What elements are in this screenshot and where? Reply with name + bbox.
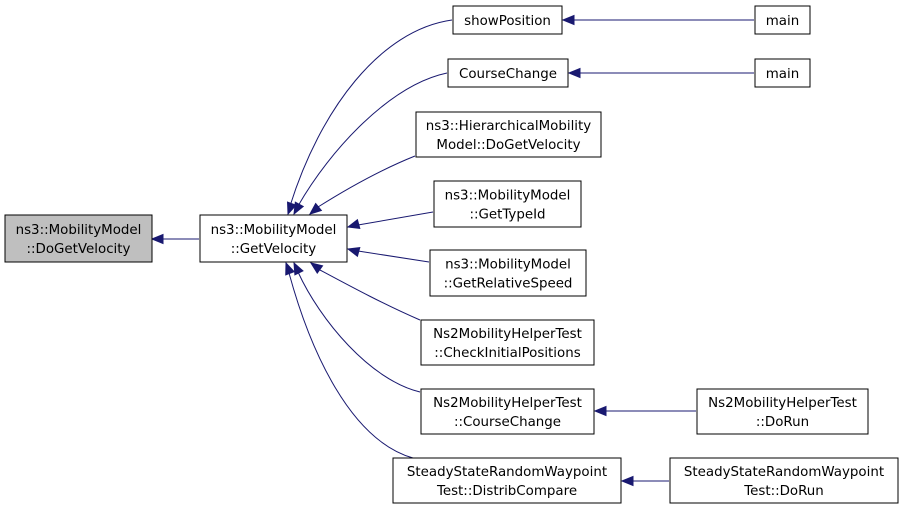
node-label-line: CourseChange: [459, 67, 557, 82]
node-label-line: showPosition: [464, 14, 551, 29]
node-label-line: ::GetVelocity: [231, 242, 316, 257]
node-label-line: ::DoGetVelocity: [27, 242, 131, 257]
call-edge-coursechange-to-getvelocity: [293, 72, 448, 216]
node-label-line: SteadyStateRandomWaypoint: [684, 465, 884, 480]
function-node-showposition[interactable]: showPosition: [452, 5, 563, 35]
function-node-ns2init[interactable]: Ns2MobilityHelperTest::CheckInitialPosit…: [420, 319, 595, 366]
call-edge-hier-to-getvelocity: [308, 155, 416, 215]
function-node-ns2cc[interactable]: Ns2MobilityHelperTest::CourseChange: [420, 388, 595, 435]
function-node-main2[interactable]: main: [754, 58, 811, 88]
call-edge-ns2init-to-getvelocity: [309, 262, 421, 321]
node-label-line: Ns2MobilityHelperTest: [708, 396, 857, 411]
call-edge-showposition-to-getvelocity: [287, 19, 453, 216]
node-box: [392, 457, 622, 504]
call-edge-ns2dorun-to-ns2cc: [593, 405, 696, 417]
edge-line: [288, 272, 414, 459]
node-box: [415, 111, 602, 158]
node-box: [429, 249, 587, 297]
node-box: [420, 319, 595, 366]
node-label-line: ns3::HierarchicalMobility: [426, 119, 591, 134]
nodes-layer: ns3::MobilityModel::DoGetVelocityns3::Mo…: [4, 5, 899, 504]
arrowhead-icon: [346, 246, 361, 258]
edge-line: [297, 271, 421, 393]
node-label-line: ns3::MobilityModel: [211, 223, 337, 238]
node-box: [433, 180, 582, 228]
node-label-line: ::DoRun: [756, 415, 809, 430]
call-edge-main1-to-showposition: [561, 14, 754, 26]
node-label-line: Test::DoRun: [743, 484, 824, 499]
node-label-line: ns3::MobilityModel: [445, 189, 571, 204]
node-box: [420, 388, 595, 435]
node-label-line: ::CourseChange: [454, 415, 561, 430]
call-edge-relspeed-to-getvelocity: [346, 246, 430, 263]
node-label-line: Test::DistribCompare: [436, 484, 577, 499]
edge-line: [289, 19, 453, 207]
node-box: [4, 214, 153, 263]
node-label-line: Model::DoGetVelocity: [436, 138, 580, 153]
arrowhead-icon: [346, 218, 361, 230]
arrowhead-icon: [593, 405, 607, 417]
arrowhead-icon: [150, 233, 164, 245]
node-label-line: ::GetTypeId: [469, 208, 545, 223]
node-box: [754, 58, 811, 88]
node-label-line: ::CheckInitialPositions: [434, 346, 580, 361]
arrowhead-icon: [287, 201, 297, 216]
arrowhead-icon: [293, 201, 305, 216]
arrowhead-icon: [620, 475, 634, 487]
arrowhead-icon: [308, 202, 323, 215]
arrowhead-icon: [293, 261, 304, 276]
call-edge-typeid-to-getvelocity: [346, 211, 434, 230]
node-label-line: main: [766, 67, 799, 82]
node-label-line: ns3::MobilityModel: [445, 258, 571, 273]
function-node-coursechange[interactable]: CourseChange: [447, 58, 569, 88]
node-box: [199, 214, 348, 263]
node-label-line: Ns2MobilityHelperTest: [433, 327, 582, 342]
function-node-main1[interactable]: main: [754, 5, 811, 35]
node-label-line: ns3::MobilityModel: [16, 223, 142, 238]
arrowhead-icon: [285, 261, 296, 276]
function-node-ns2dorun[interactable]: Ns2MobilityHelperTest::DoRun: [696, 388, 869, 435]
function-node-relspeed[interactable]: ns3::MobilityModel::GetRelativeSpeed: [429, 249, 587, 297]
edge-line: [297, 72, 448, 207]
node-label-line: main: [766, 14, 799, 29]
function-node-ssdistrib[interactable]: SteadyStateRandomWaypointTest::DistribCo…: [392, 457, 622, 504]
arrowhead-icon: [309, 262, 324, 275]
edge-line: [357, 250, 430, 263]
node-label-line: SteadyStateRandomWaypoint: [407, 465, 607, 480]
node-label-line: Ns2MobilityHelperTest: [433, 396, 582, 411]
call-edge-ssdistrib-to-getvelocity: [285, 261, 414, 459]
node-box: [447, 58, 569, 88]
function-node-getvelocity[interactable]: ns3::MobilityModel::GetVelocity: [199, 214, 348, 263]
node-box: [696, 388, 869, 435]
function-node-dogetvelocity: ns3::MobilityModel::DoGetVelocity: [4, 214, 153, 263]
arrowhead-icon: [567, 67, 581, 79]
function-node-hier[interactable]: ns3::HierarchicalMobilityModel::DoGetVel…: [415, 111, 602, 158]
call-edge-getvelocity-to-dogetvelocity: [150, 233, 199, 245]
edge-line: [317, 155, 416, 208]
call-edge-ssdorun-to-ssdistrib: [620, 475, 669, 487]
edge-line: [357, 211, 434, 226]
node-box: [669, 457, 899, 504]
call-edge-ns2cc-to-getvelocity: [293, 261, 421, 393]
edges-layer: [150, 14, 754, 487]
node-box: [452, 5, 563, 35]
node-label-line: ::GetRelativeSpeed: [444, 277, 573, 292]
edge-line: [319, 269, 421, 321]
call-edge-main2-to-coursechange: [567, 67, 754, 79]
node-box: [754, 5, 811, 35]
arrowhead-icon: [561, 14, 575, 26]
function-node-typeid[interactable]: ns3::MobilityModel::GetTypeId: [433, 180, 582, 228]
